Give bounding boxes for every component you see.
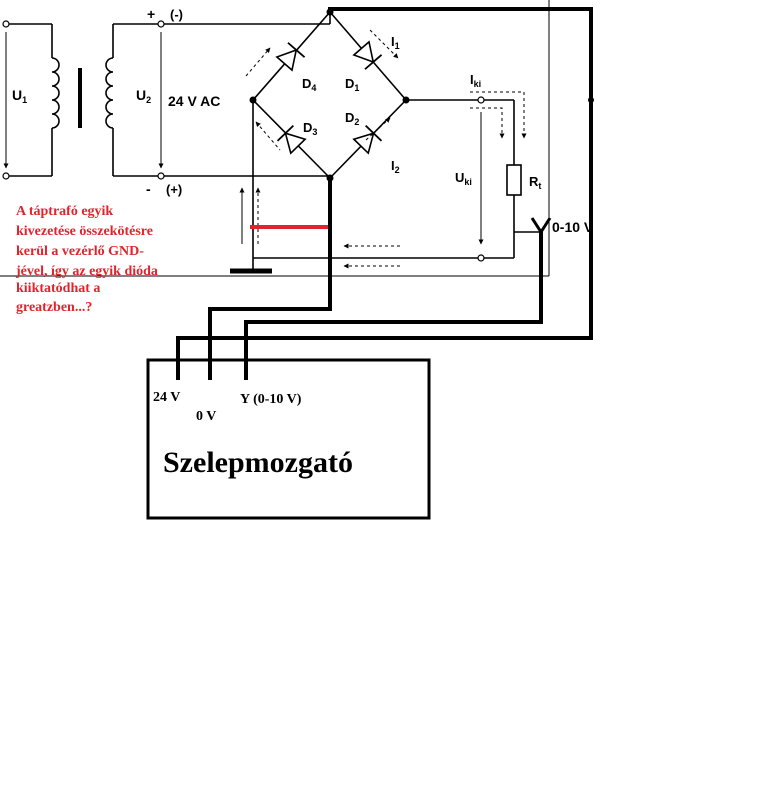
terminal-bottom — [157, 172, 165, 180]
pin-24v-label: 24 V — [153, 390, 180, 405]
note-line: jével, így az egyik dióda — [15, 264, 158, 279]
ground-symbol — [230, 100, 272, 274]
label-i1: I1 — [391, 34, 400, 51]
figure-frame — [0, 0, 550, 277]
label-rt: Rt — [529, 174, 541, 191]
label-plus-bottom: (+) — [166, 182, 182, 197]
note-line: A táptrafó egyik — [16, 204, 113, 219]
actuator-pins — [176, 309, 248, 380]
pin-0v-label: 0 V — [196, 409, 216, 424]
diode-d3 — [276, 124, 307, 155]
terminal-top — [157, 20, 165, 28]
label-d4: D4 — [302, 76, 316, 93]
actuator-box — [146, 358, 431, 520]
transformer-secondary — [105, 20, 165, 180]
label-d2: D2 — [345, 110, 359, 127]
label-ac-voltage: 24 V AC — [168, 93, 220, 109]
label-plus-top: + — [147, 6, 155, 22]
label-minus-top: (-) — [170, 7, 183, 22]
actuator-title: Szelepmozgató — [163, 446, 353, 479]
label-u1: U1 — [12, 87, 27, 105]
note-line: kerül a vezérlő GND- — [16, 244, 144, 259]
label-minus-bottom: - — [146, 181, 151, 197]
note-line: kivezetése összekötésre — [16, 224, 153, 239]
label-d3: D3 — [303, 120, 317, 137]
bridge-rectifier — [245, 8, 410, 182]
label-d1: D1 — [345, 76, 359, 93]
resistor-rt — [506, 164, 522, 196]
transformer-primary — [2, 20, 60, 180]
diode-d2 — [352, 124, 383, 155]
label-iki: Iki — [470, 72, 481, 89]
red-note: A táptrafó egyik kivezetése összekötésre… — [15, 204, 158, 315]
actuator-wiring — [176, 7, 594, 380]
note-line: kiiktatódhat a — [16, 281, 100, 296]
diode-d4 — [275, 42, 306, 72]
diode-d1 — [352, 40, 383, 70]
note-line: greatzben...? — [16, 300, 92, 315]
label-uki: Uki — [455, 170, 472, 187]
label-i2: I2 — [391, 158, 400, 175]
output-circuit — [239, 91, 527, 269]
label-range: 0-10 V — [552, 219, 594, 235]
pin-y-label: Y (0-10 V) — [240, 392, 302, 407]
label-u2: U2 — [136, 87, 151, 105]
